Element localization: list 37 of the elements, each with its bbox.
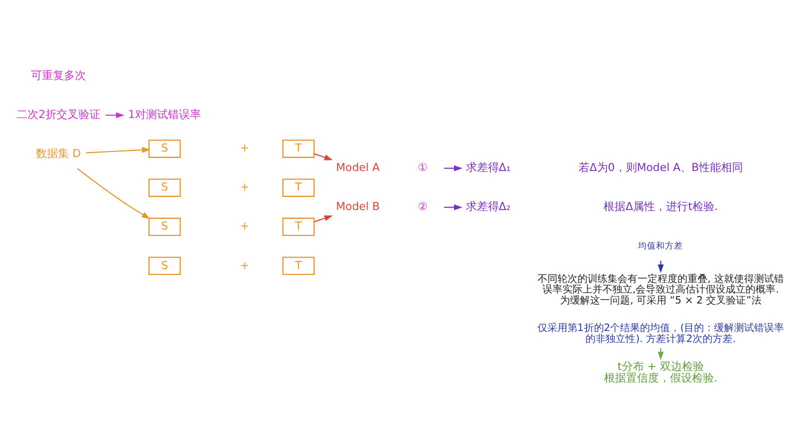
label: 可重复多次 xyxy=(30,68,86,82)
node-text: ① xyxy=(418,160,428,174)
node-text: 求差得Δ₁ xyxy=(466,160,511,174)
node-box: S xyxy=(148,178,181,196)
node-box: T xyxy=(282,178,315,196)
arrow xyxy=(658,260,664,272)
node-text: 二次2折交叉验证 xyxy=(16,108,100,121)
arrow xyxy=(106,112,124,118)
node-text: 数据集 D xyxy=(36,146,81,160)
label: + xyxy=(240,141,250,154)
node-box: T xyxy=(282,139,315,158)
arrow xyxy=(444,204,462,210)
node-text: 求差得Δ₂ xyxy=(466,200,511,213)
node-text: t分布 + 双边检验 根据置信度，假设检验. xyxy=(604,359,718,384)
node-text: 1对测试错误率 xyxy=(128,108,202,121)
node-text: ② xyxy=(418,200,428,213)
arrow xyxy=(444,164,462,171)
node-box: S xyxy=(148,256,181,275)
node-text: Model A xyxy=(336,160,380,174)
node-text: 不同轮次的训练集会有一定程度的重叠, 这就使得测试错误率实际上并不独立,会导致过高估计假设成立的概率. 为缓解这一问题, 可采用 “5 × 2 交叉验证”法 xyxy=(538,273,784,306)
node-box: S xyxy=(148,139,181,158)
node-box: T xyxy=(282,256,315,275)
arrow xyxy=(76,168,150,219)
node-text: 仅采用第1折的2个结果的均值，(目的：缓解测试错误率的非独立性). 方差计算2次的方差. xyxy=(537,322,784,344)
label: + xyxy=(240,180,250,194)
node-box: T xyxy=(282,217,315,236)
node-text: 均值和方差 xyxy=(638,241,684,252)
node-box: S xyxy=(148,217,181,236)
arrow xyxy=(314,152,333,160)
label: + xyxy=(240,219,250,232)
node-text: 若Δ为0，则Model A、B性能相同 xyxy=(578,160,744,174)
arrow xyxy=(658,348,664,360)
node-text: Model B xyxy=(336,200,380,213)
label: + xyxy=(240,258,250,272)
arrow xyxy=(86,146,151,153)
arrow xyxy=(314,214,333,222)
node-text: 根据Δ属性，进行t检验. xyxy=(604,200,718,213)
